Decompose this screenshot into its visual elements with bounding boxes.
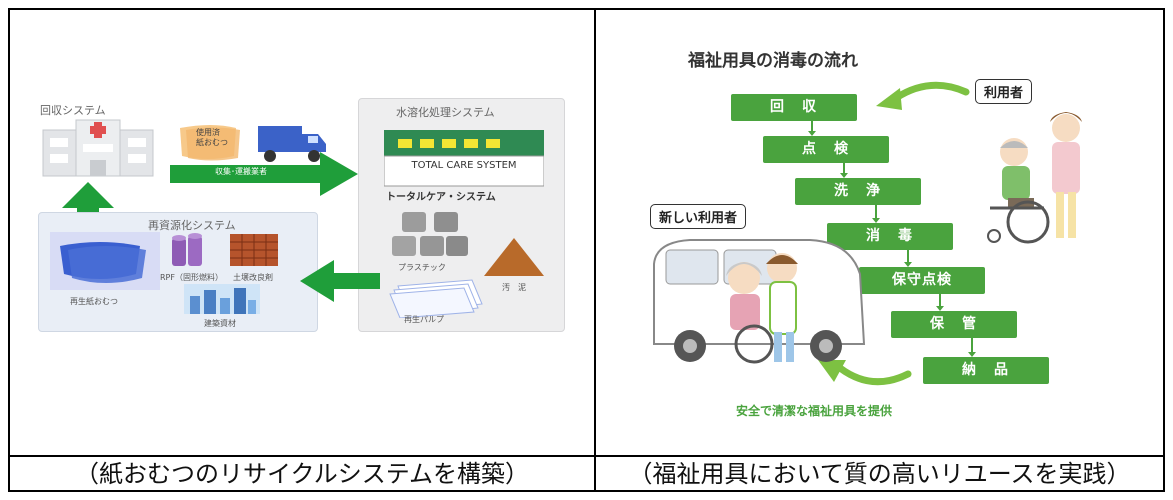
table-frame <box>8 8 1165 492</box>
caption-right: （福祉用具において質の高いリユースを実践） <box>628 460 1131 488</box>
building-material-icon <box>184 284 260 314</box>
collection-system-label: 回収システム <box>40 104 106 117</box>
step-delivery: 納 品 <box>923 357 1049 384</box>
soil-improver-icon <box>230 234 278 266</box>
table-divider-vertical <box>594 8 596 492</box>
user-label: 利用者 <box>975 79 1033 104</box>
flow-footer: 安全で清潔な福祉用具を提供 <box>736 404 893 418</box>
new-user-label: 新しい利用者 <box>650 204 747 229</box>
total-care-system-label: TOTAL CARE SYSTEM <box>411 160 517 171</box>
building-material-label: 建築資材 <box>204 319 236 328</box>
step-maintenance: 保守点検 <box>859 267 985 294</box>
step-connector-tip <box>840 173 848 178</box>
step-connector-tip <box>872 218 880 223</box>
recycled-diaper-label: 再生紙おむつ <box>70 297 118 306</box>
step-connector <box>907 250 909 262</box>
user-illustration <box>987 112 1082 244</box>
step-connector <box>971 338 973 352</box>
table-divider-horizontal <box>8 455 1165 457</box>
truck-icon <box>258 126 326 162</box>
total-care-system-jp-label: トータルケア・システム <box>386 192 496 203</box>
step-connector-tip <box>904 262 912 267</box>
step-storage: 保 管 <box>891 311 1017 338</box>
plastic-label: プラスチック <box>398 263 446 272</box>
recycling-system-label: 再資源化システム <box>148 219 236 232</box>
arrow-to-treatment <box>170 152 358 196</box>
step-inspect: 点 検 <box>763 136 889 163</box>
curved-arrow-top <box>876 81 970 110</box>
step-connector <box>939 294 941 306</box>
recycled-pulp-label: 再生パルプ <box>404 315 444 324</box>
hospital-icon <box>42 119 154 177</box>
step-connector <box>811 121 813 131</box>
total-care-machine-icon <box>384 130 544 187</box>
step-collect: 回 収 <box>731 94 857 121</box>
arrow-up-to-hospital <box>62 182 114 234</box>
sludge-icon <box>484 238 544 276</box>
used-diapers-label: 使用済 紙おむつ <box>196 128 228 147</box>
soil-improver-label: 土壌改良剤 <box>233 273 273 282</box>
recycled-pulp-icon <box>389 279 483 318</box>
step-disinfect: 消 毒 <box>827 223 953 250</box>
collection-vendor-label: 収集･運搬業者 <box>215 167 267 176</box>
used-diapers-icon <box>180 125 240 161</box>
caption-left: （紙おむつのリサイクルシステムを構築） <box>74 460 530 488</box>
curved-arrow-bottom <box>818 360 912 386</box>
new-user-illustration <box>653 239 866 364</box>
plastic-icon <box>392 212 468 256</box>
step-connector <box>875 205 877 218</box>
step-connector <box>843 163 845 173</box>
step-connector-tip <box>968 352 976 357</box>
step-connector-tip <box>808 131 816 136</box>
arrow-to-recycling <box>300 260 380 302</box>
sludge-label: 汚 泥 <box>502 283 526 292</box>
treatment-system-label: 水溶化処理システム <box>396 106 495 119</box>
step-wash: 洗 浄 <box>795 178 921 205</box>
flow-title: 福祉用具の消毒の流れ <box>688 51 858 71</box>
recycled-diaper-icon <box>50 232 160 290</box>
rpf-icon <box>172 233 202 266</box>
step-connector-tip <box>936 306 944 311</box>
rpf-label: RPF（固形燃料） <box>160 273 223 282</box>
